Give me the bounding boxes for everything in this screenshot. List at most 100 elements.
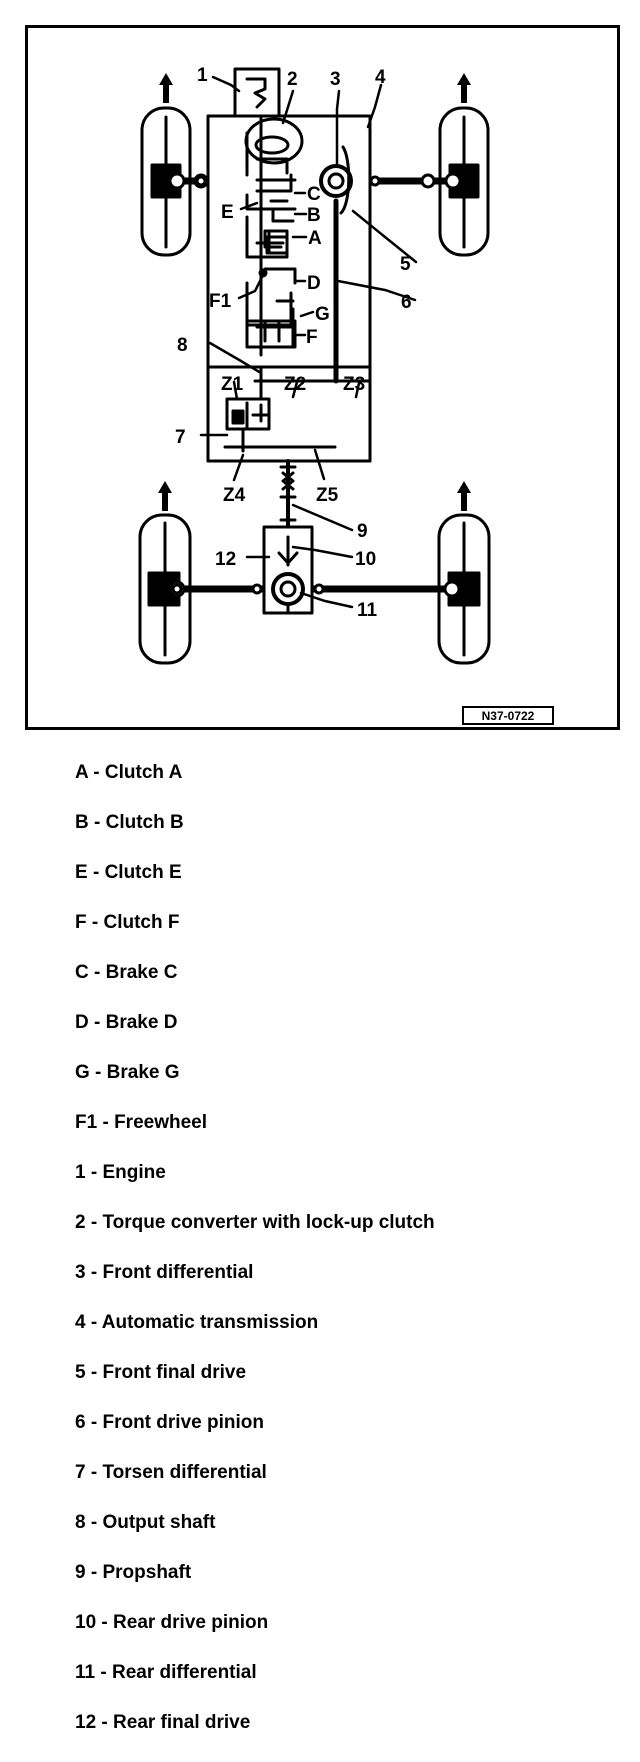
front-final-drive bbox=[339, 145, 351, 215]
label-1: 1 bbox=[197, 65, 208, 86]
planetary-set-2 bbox=[245, 281, 295, 327]
legend-item: A - Clutch A bbox=[75, 762, 435, 812]
label-5: 5 bbox=[400, 254, 411, 275]
legend-key: F1 bbox=[75, 1112, 98, 1133]
label-8: 8 bbox=[177, 335, 188, 356]
legend-item: G - Brake G bbox=[75, 1062, 435, 1112]
legend-item: 6 - Front drive pinion bbox=[75, 1412, 435, 1462]
legend-item: 12 - Rear final drive bbox=[75, 1712, 435, 1762]
legend-separator: - bbox=[97, 1112, 115, 1133]
diagram-frame bbox=[25, 25, 620, 730]
legend-key: A bbox=[75, 762, 89, 783]
legend-separator: - bbox=[88, 762, 105, 783]
legend-key: D bbox=[75, 1012, 89, 1033]
legend-key: 4 bbox=[75, 1312, 86, 1333]
legend-key: G bbox=[75, 1062, 90, 1083]
legend-item: 11 - Rear differential bbox=[75, 1662, 435, 1712]
legend-key: C bbox=[75, 962, 89, 983]
brake-c-symbol bbox=[255, 173, 297, 193]
clutch-f-symbol bbox=[255, 307, 295, 347]
legend-separator: - bbox=[86, 912, 104, 933]
legend-key: 5 bbox=[75, 1362, 86, 1383]
legend-text: Front final drive bbox=[102, 1362, 247, 1383]
legend-key: 2 bbox=[75, 1212, 86, 1233]
direction-arrows bbox=[158, 73, 471, 511]
label-12: 12 bbox=[215, 549, 236, 570]
engine-symbol bbox=[245, 77, 267, 109]
label-d: D bbox=[307, 273, 321, 294]
legend-item: 7 - Torsen differential bbox=[75, 1462, 435, 1512]
legend-separator: - bbox=[85, 1312, 102, 1333]
legend-separator: - bbox=[85, 1562, 103, 1583]
legend-item: C - Brake C bbox=[75, 962, 435, 1012]
legend-key: 3 bbox=[75, 1262, 86, 1283]
legend-key: F bbox=[75, 912, 87, 933]
legend-item: 8 - Output shaft bbox=[75, 1512, 435, 1562]
label-2: 2 bbox=[287, 69, 298, 90]
label-c: C bbox=[307, 184, 321, 205]
legend-key: B bbox=[75, 812, 89, 833]
clutch-a-symbol bbox=[271, 207, 295, 223]
label-10: 10 bbox=[355, 549, 376, 570]
legend-text: Torque converter with lock-up clutch bbox=[102, 1212, 435, 1233]
label-3: 3 bbox=[330, 69, 341, 90]
legend-text: Propshaft bbox=[102, 1562, 192, 1583]
legend-separator: - bbox=[96, 1712, 114, 1733]
label-e: E bbox=[221, 202, 234, 223]
legend-separator: - bbox=[85, 1262, 103, 1283]
legend-text: Front drive pinion bbox=[102, 1412, 264, 1433]
label-b: B bbox=[307, 205, 321, 226]
legend-separator: - bbox=[85, 1412, 103, 1433]
legend-separator: - bbox=[88, 962, 106, 983]
planetary-set-1 bbox=[245, 215, 289, 259]
clutch-b-symbol bbox=[245, 193, 297, 211]
legend-separator: - bbox=[85, 1212, 103, 1233]
legend-item: E - Clutch E bbox=[75, 862, 435, 912]
legend-key: 6 bbox=[75, 1412, 86, 1433]
label-z2: Z2 bbox=[284, 374, 306, 395]
legend-key: 12 bbox=[75, 1712, 97, 1733]
front-right-wheel bbox=[420, 106, 490, 257]
legend-key: 10 bbox=[75, 1612, 97, 1633]
legend-text: Brake D bbox=[105, 1012, 178, 1033]
legend-separator: - bbox=[88, 812, 106, 833]
legend-item: F1 - Freewheel bbox=[75, 1112, 435, 1162]
label-11: 11 bbox=[357, 600, 378, 621]
legend-text: Front differential bbox=[102, 1262, 254, 1283]
legend-item: D - Brake D bbox=[75, 1012, 435, 1062]
figure-code: N37-0722 bbox=[482, 709, 535, 723]
legend-text: Automatic transmission bbox=[101, 1312, 319, 1333]
legend-key: 1 bbox=[75, 1162, 86, 1183]
legend-text: Output shaft bbox=[102, 1512, 216, 1533]
legend-text: Clutch F bbox=[103, 912, 180, 933]
legend-item: 5 - Front final drive bbox=[75, 1362, 435, 1412]
legend-text: Rear differential bbox=[111, 1662, 257, 1683]
legend-separator: - bbox=[85, 1462, 103, 1483]
legend-separator: - bbox=[89, 1062, 107, 1083]
label-a: A bbox=[308, 228, 322, 249]
legend-item: 10 - Rear drive pinion bbox=[75, 1612, 435, 1662]
legend-text: Freewheel bbox=[114, 1112, 208, 1133]
label-z1: Z1 bbox=[221, 374, 244, 395]
legend-item: 9 - Propshaft bbox=[75, 1562, 435, 1612]
label-z5: Z5 bbox=[316, 485, 339, 506]
legend-text: Rear drive pinion bbox=[113, 1612, 269, 1633]
label-6: 6 bbox=[401, 292, 412, 313]
legend-item: 4 - Automatic transmission bbox=[75, 1312, 435, 1362]
label-7: 7 bbox=[175, 427, 186, 448]
legend-text: Brake G bbox=[106, 1062, 180, 1083]
legend-separator: - bbox=[85, 1362, 103, 1383]
legend-key: 9 bbox=[75, 1562, 86, 1583]
legend-key: E bbox=[75, 862, 88, 883]
legend-item: 1 - Engine bbox=[75, 1162, 435, 1212]
legend-item: F - Clutch F bbox=[75, 912, 435, 962]
legend-text: Torsen differential bbox=[102, 1462, 267, 1483]
legend-separator: - bbox=[88, 1012, 106, 1033]
legend-item: 2 - Torque converter with lock-up clutch bbox=[75, 1212, 435, 1262]
label-z3: Z3 bbox=[343, 374, 365, 395]
legend-separator: - bbox=[85, 1162, 103, 1183]
legend-separator: - bbox=[96, 1612, 114, 1633]
legend-separator: - bbox=[95, 1662, 112, 1683]
label-g: G bbox=[315, 304, 330, 325]
legend-item: B - Clutch B bbox=[75, 812, 435, 862]
